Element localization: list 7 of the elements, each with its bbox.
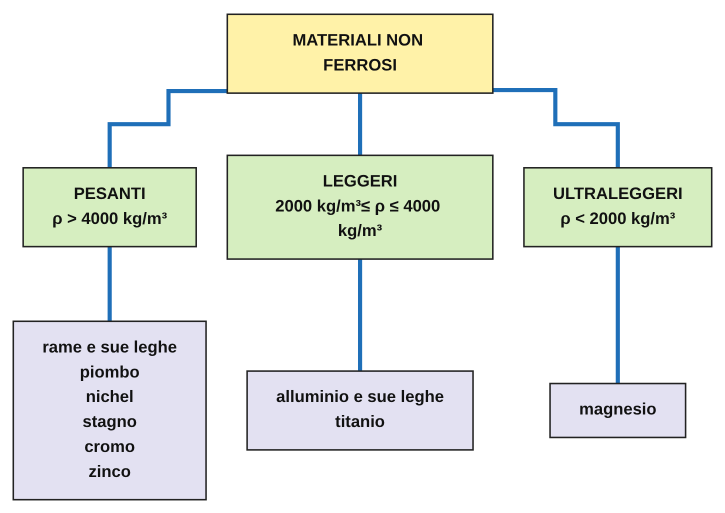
node-box: PESANTI ρ > 4000 kg/m³ xyxy=(22,166,197,247)
node-box: rame e sue leghe piombo nichel stagno cromo zinco xyxy=(12,320,207,500)
node-box: LEGGERI 2000 kg/m³≤ ρ ≤ 4000 kg/m³ xyxy=(226,154,494,260)
node-box: magnesio xyxy=(549,382,686,438)
node-box: MATERIALI NON FERROSI xyxy=(226,13,494,94)
node-box: alluminio e sue leghe titanio xyxy=(246,370,474,450)
node-box: ULTRALEGGERI ρ < 2000 kg/m³ xyxy=(523,166,712,247)
